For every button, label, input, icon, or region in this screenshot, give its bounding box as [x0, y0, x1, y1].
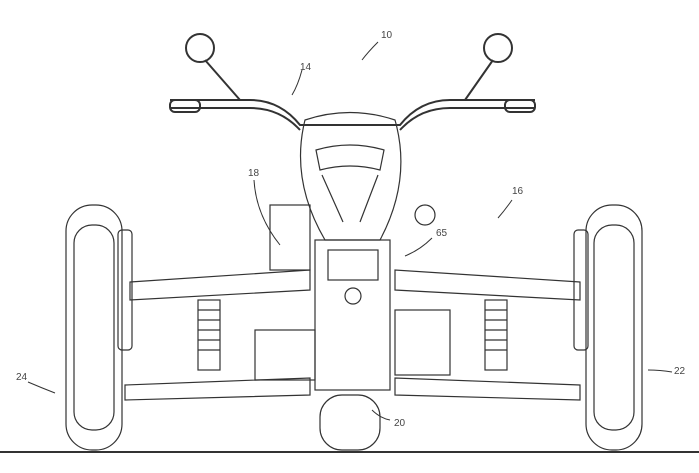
ref-18: 18	[248, 168, 260, 179]
fuel-tank	[299, 111, 402, 241]
ref-20: 20	[394, 418, 406, 429]
upper-a-arms	[129, 269, 581, 301]
ref-16: 16	[512, 186, 524, 197]
right-wheel	[573, 204, 643, 451]
leader-lines	[27, 41, 673, 421]
ref-65: 65	[436, 228, 448, 239]
handlebar	[169, 33, 536, 131]
ref-14: 14	[300, 62, 312, 73]
shock-absorbers	[197, 299, 508, 371]
front-wheel	[319, 394, 381, 451]
lower-a-arms	[124, 377, 581, 401]
ref-24: 24	[16, 372, 28, 383]
central-frame	[254, 204, 451, 391]
ref-22: 22	[674, 366, 686, 377]
left-wheel	[65, 204, 133, 451]
ref-10: 10	[381, 30, 393, 41]
